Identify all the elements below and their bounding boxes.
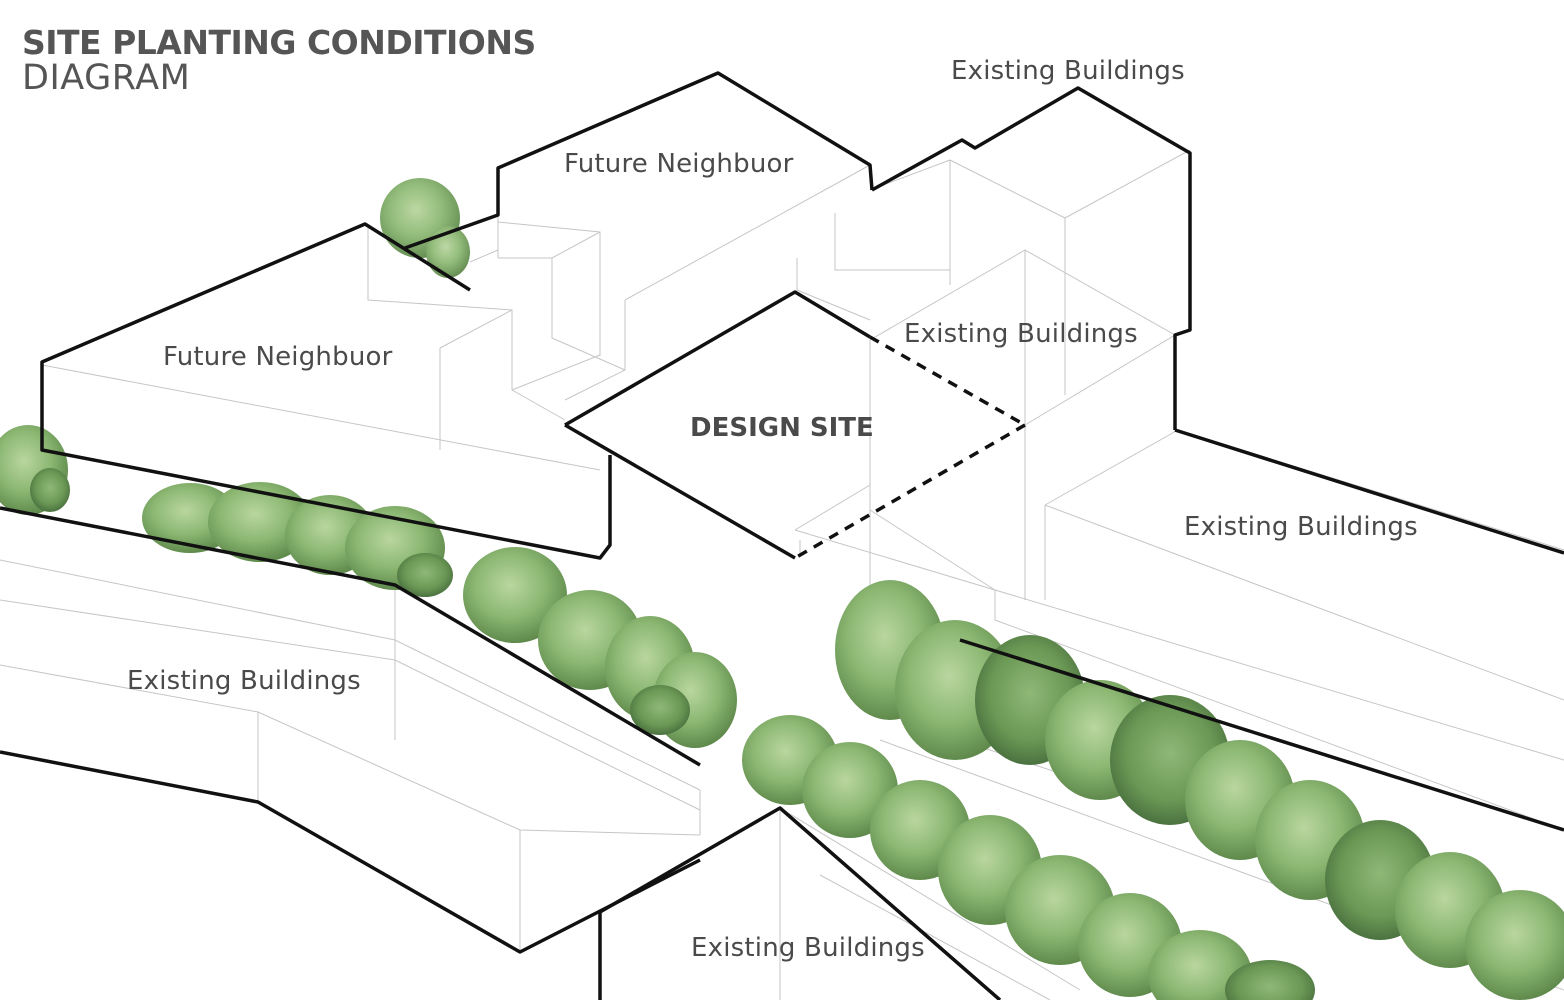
label-future-neighbour-left: Future Neighbuor — [163, 342, 393, 372]
diagram-title: SITE PLANTING CONDITIONS — [22, 23, 536, 62]
construction-lines — [0, 149, 1564, 1000]
label-existing-buildings-bottom: Existing Buildings — [691, 933, 925, 963]
tree-row-left-street — [142, 482, 453, 597]
tree-row-right-upper — [835, 580, 1564, 1000]
tree-row-center-street — [463, 547, 737, 748]
street-trees — [0, 178, 1564, 1000]
tree-cluster-rear — [380, 178, 470, 278]
label-design-site: DESIGN SITE — [690, 413, 874, 443]
tree-row-right-lower — [742, 715, 1315, 1000]
design-site-dashed-boundary — [794, 335, 1026, 560]
label-existing-buildings-left: Existing Buildings — [127, 666, 361, 696]
diagram-subtitle: DIAGRAM — [22, 58, 191, 98]
label-existing-buildings-top-right: Existing Buildings — [951, 56, 1185, 86]
building-outlines — [0, 71, 1564, 1000]
label-existing-buildings-center: Existing Buildings — [904, 319, 1138, 349]
label-existing-buildings-right: Existing Buildings — [1184, 512, 1418, 542]
diagram-title-block: SITE PLANTING CONDITIONS DIAGRAM — [22, 26, 536, 96]
label-future-neighbour-top: Future Neighbuor — [564, 149, 794, 179]
tree-cluster-left-edge — [0, 425, 70, 515]
